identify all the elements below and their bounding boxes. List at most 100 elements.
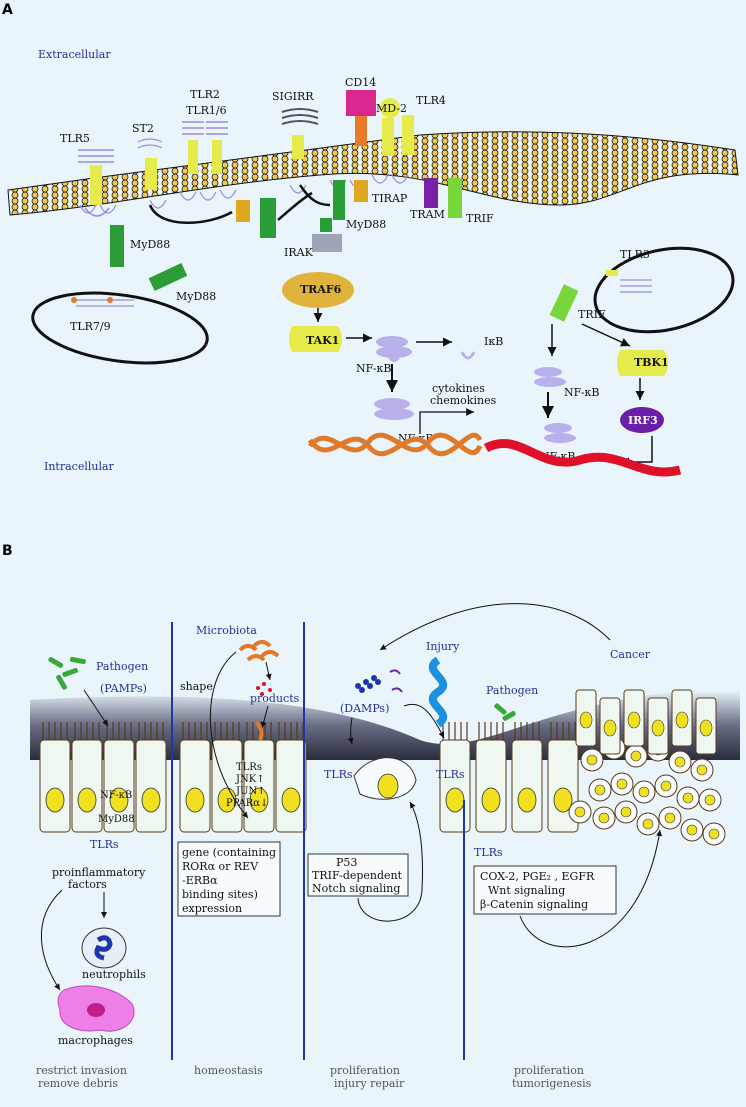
tumor-column-cell: [599, 697, 621, 755]
epithelial-cell: [511, 722, 543, 833]
tumor-cell: [698, 788, 722, 812]
nfkb3-label: NF-κB: [564, 386, 599, 399]
sigirr-inhibit-line-2: [298, 184, 331, 207]
epithelial-cell: [39, 722, 71, 833]
trif-box: [448, 178, 462, 218]
tumor-cell: [588, 778, 612, 802]
pathogen-bacteria-1: [48, 656, 86, 690]
irak-box: [312, 234, 342, 252]
epithelial-cell: [439, 722, 471, 833]
tumor-cell: [654, 774, 678, 798]
tlr79-label: TLR7/9: [70, 320, 111, 333]
tirap-box: [354, 180, 368, 202]
jun-label: JUN↑: [235, 786, 266, 797]
epithelial-cell: [243, 722, 275, 833]
microbiota-bacteria: [238, 640, 280, 662]
tumor-line-0: COX-2, PGE₂ , EGFR: [480, 870, 595, 883]
tumor-cell: [680, 818, 704, 842]
myd88-a-box: [110, 225, 124, 267]
tumor-cell: [592, 806, 616, 830]
damps-label: (DAMPs): [340, 702, 389, 715]
irf3-label: IRF3: [628, 414, 658, 427]
tumor-cell: [676, 786, 700, 810]
injury-label: Injury: [426, 640, 460, 653]
proinflam2-label: factors: [68, 878, 107, 891]
gene-line-3: binding sites): [182, 888, 258, 901]
tlr79-ecd: [76, 299, 134, 307]
gene-box: [177, 841, 281, 917]
col3-foot2: injury repair: [334, 1077, 405, 1090]
tlr2-label: TLR2: [190, 88, 220, 101]
tbk1-shape: [617, 350, 668, 376]
tumor-cell: [632, 780, 656, 804]
tumor-cell: [658, 806, 682, 830]
epithelial-cell: [135, 722, 167, 833]
myd88-c-box: [333, 180, 345, 220]
traf6-shape: [282, 272, 354, 308]
tlr2-tlr16-receptor: [182, 121, 228, 174]
st2-inhibit-line: [148, 204, 233, 224]
cytokines-label: cytokines: [432, 382, 485, 395]
col3-foot1: proliferation: [330, 1064, 400, 1077]
tumor-cell: [690, 758, 714, 782]
neutrophils-label: neutrophils: [82, 968, 146, 981]
repair-line-0: P53: [336, 856, 357, 869]
epithelial-cell: [179, 722, 211, 833]
nfkb-b-label: NF-κB: [100, 790, 132, 801]
trif2-label: TRIF: [578, 308, 606, 321]
cd14-label: CD14: [345, 76, 376, 89]
trif-label: TRIF: [466, 212, 494, 225]
tlr3-label: TLR3: [620, 248, 650, 261]
st2-label: ST2: [132, 122, 154, 135]
damps-molecules: [355, 669, 403, 693]
tak1-label: TAK1: [306, 334, 339, 347]
myd88-c-foot: [320, 218, 332, 232]
tlr16-label: TLR1/6: [186, 104, 227, 117]
proinflam1-label: proinflammatory: [52, 866, 146, 879]
gene-line-2: -ERBα: [182, 874, 218, 887]
tumor-cell: [702, 822, 726, 846]
myd88-a-label: MyD88: [130, 238, 170, 251]
pathogen1-label: Pathogen: [96, 660, 148, 673]
col4-foot2: tumorigenesis: [512, 1077, 592, 1090]
epithelial-cell: [103, 722, 135, 833]
tumor-cell: [610, 772, 634, 796]
sigirr-adaptor: [236, 200, 250, 222]
tumor-line-1: Wnt signaling: [488, 884, 565, 897]
tlr5-label: TLR5: [60, 132, 90, 145]
shape-label: shape: [180, 680, 213, 693]
epithelial-cell: [275, 722, 307, 833]
tlrs5-label: TLRs: [474, 846, 503, 859]
extracellular-label: Extracellular: [38, 48, 111, 61]
irak-label: IRAK: [284, 246, 314, 259]
trif2-box: [549, 284, 579, 322]
md2-shape: [380, 98, 400, 118]
tumor-cell: [580, 748, 604, 772]
ppar-label: PPARα↓: [226, 798, 268, 809]
pathogen2-label: Pathogen: [486, 684, 538, 697]
myd88-d-box: [148, 263, 188, 291]
gene-line-0: gene (containing: [182, 846, 276, 859]
tlrs4-label: TLRs: [436, 768, 465, 781]
tlr5-receptor: [78, 149, 114, 217]
tumor-cell: [568, 800, 592, 824]
pathogen-bacteria-2: [494, 703, 516, 721]
dna-red: [483, 438, 682, 477]
tumor-cell: [614, 800, 638, 824]
col1-foot1: restrict invasion: [36, 1064, 127, 1077]
tak1-shape: [289, 326, 342, 352]
tram-label: TRAM: [410, 208, 445, 221]
tumor-column-cell: [623, 689, 645, 747]
repair-box: [307, 853, 409, 897]
tumor-column-cell: [575, 689, 597, 747]
gene-line-1: RORα or REV: [182, 860, 259, 873]
tram-box: [424, 178, 438, 208]
repair-line-1: TRIF-dependent: [312, 869, 403, 882]
tlrs1-label: TLRs: [90, 838, 119, 851]
tbk1-label: TBK1: [634, 356, 669, 369]
chemokines-label: chemokines: [430, 394, 497, 407]
myd88-b-label: MyD88: [98, 814, 135, 825]
tumor-column-cell: [647, 697, 669, 755]
